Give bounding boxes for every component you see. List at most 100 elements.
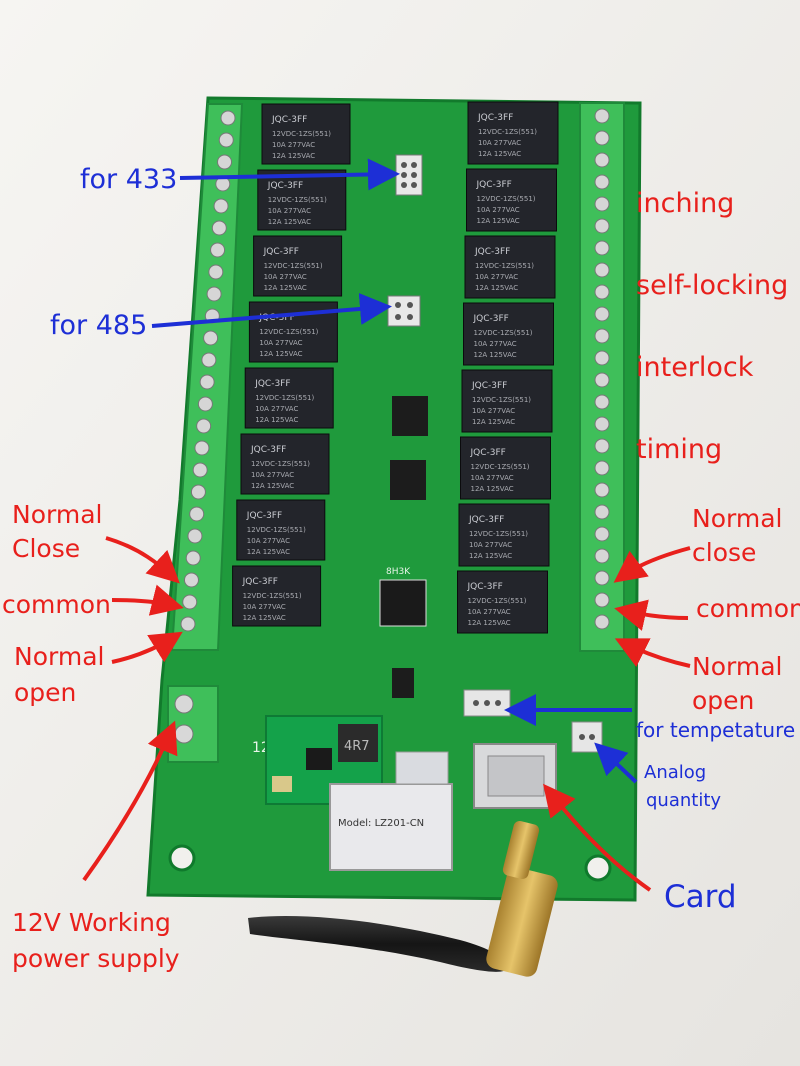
relay-rating-label: 12A 125VAC	[255, 416, 298, 424]
terminal-screw	[190, 484, 206, 500]
relay-rating-label: 12VDC-1ZS(551)	[475, 262, 534, 270]
relay-rating-label: 12A 125VAC	[259, 350, 302, 358]
relay-rating-label: 12A 125VAC	[469, 552, 512, 560]
relay-rating-label: 10A 277VAC	[474, 340, 517, 348]
relay-rating-label: 12VDC-1ZS(551)	[259, 328, 318, 336]
terminal-screw	[594, 262, 610, 278]
relay-rating-label: 12A 125VAC	[251, 482, 294, 490]
terminal-screw	[182, 594, 198, 610]
relay-rating-label: 12A 125VAC	[264, 284, 307, 292]
relay-rating-label: 12VDC-1ZS(551)	[478, 128, 537, 136]
right-relay-bank: JQC-3FF 12VDC-1ZS(551) 10A 277VAC 12A 125VA…	[457, 101, 559, 634]
label-left-common: common	[2, 590, 111, 619]
terminal-screw	[206, 286, 222, 302]
label-left-normal-open-line1: Normal	[14, 642, 105, 671]
label-power-line2: power supply	[12, 944, 180, 973]
ic-chip	[392, 396, 428, 436]
relay-rating-label: 12A 125VAC	[472, 418, 515, 426]
analog-header	[571, 721, 603, 753]
terminal-screw	[594, 196, 610, 212]
relay-rating-label: 10A 277VAC	[264, 273, 307, 281]
terminal-screw	[594, 504, 610, 520]
relay-model-label: JQC-3FF	[474, 247, 510, 257]
terminal-screw	[210, 242, 226, 258]
left-relay-bank: JQC-3FF 12VDC-1ZS(551) 10A 277VAC 12A 125VA…	[232, 103, 351, 627]
label-right-normal-close-line1: Normal	[692, 504, 783, 533]
relay: JQC-3FF 12VDC-1ZS(551) 10A 277VAC 12A 125VA…	[461, 369, 553, 433]
label-right-common: common	[696, 594, 800, 623]
relay-rating-label: 12VDC-1ZS(551)	[272, 130, 331, 138]
relay-model-label: JQC-3FF	[271, 115, 307, 125]
label-for-433: for 433	[80, 164, 178, 195]
relay-rating-label: 12A 125VAC	[268, 218, 311, 226]
relay-rating-label: 12VDC-1ZS(551)	[264, 262, 323, 270]
terminal-screw	[218, 132, 234, 148]
terminal-screw	[208, 264, 224, 280]
relay-rating-label: 10A 277VAC	[472, 407, 515, 415]
relay-model-label: JQC-3FF	[471, 381, 507, 391]
relay-rating-label: 12VDC-1ZS(551)	[472, 396, 531, 404]
terminal-screw	[594, 174, 610, 190]
relay-rating-label: 10A 277VAC	[255, 405, 298, 413]
relay-model-label: JQC-3FF	[470, 448, 506, 458]
label-for-temperature: for tempetature	[636, 718, 796, 742]
label-for-485: for 485	[50, 310, 148, 341]
mounting-hole	[168, 844, 196, 872]
terminal-screw	[180, 616, 196, 632]
ic-chip	[390, 460, 426, 500]
relay-rating-label: 12VDC-1ZS(551)	[243, 592, 302, 600]
label-left-normal-close-line2: Close	[12, 534, 81, 563]
sim-card-slot	[473, 743, 557, 809]
label-power-line1: 12V Working	[12, 908, 171, 937]
label-right-normal-close-line2: close	[692, 538, 757, 567]
relay-rating-label: 12A 125VAC	[247, 548, 290, 556]
terminal-screw	[594, 482, 610, 498]
terminal-screw	[594, 108, 610, 124]
relay-rating-label: 12VDC-1ZS(551)	[469, 530, 528, 538]
relay-rating-label: 12VDC-1ZS(551)	[477, 195, 536, 203]
terminal-screw	[220, 110, 236, 126]
relay-model-label: JQC-3FF	[267, 181, 303, 191]
terminal-screw	[217, 154, 233, 170]
relay-rating-label: 10A 277VAC	[268, 207, 311, 215]
terminal-screw	[199, 374, 215, 390]
label-card: Card	[664, 879, 737, 915]
relay-rating-label: 12A 125VAC	[471, 485, 514, 493]
annotation-arrows	[82, 158, 691, 892]
mcu-chip	[379, 579, 427, 627]
relay-model-label: JQC-3FF	[473, 314, 509, 324]
relay-model-label: JQC-3FF	[250, 445, 286, 455]
antenna	[248, 820, 558, 977]
relay-rating-label: 12VDC-1ZS(551)	[251, 460, 310, 468]
terminal-screw	[594, 592, 610, 608]
terminal-screw	[213, 198, 229, 214]
relay-rating-label: 10A 277VAC	[469, 541, 512, 549]
terminal-screw	[594, 328, 610, 344]
label-analog-line1: Analog	[644, 762, 707, 783]
terminal-screw	[594, 350, 610, 366]
terminal-screw	[594, 460, 610, 476]
mcu-silk-label: 8H3K	[386, 567, 411, 577]
inductor-label: 4R7	[344, 739, 370, 754]
small-chip	[392, 668, 414, 698]
relay-rating-label: 12A 125VAC	[475, 284, 518, 292]
terminal-screw	[594, 306, 610, 322]
label-inching: inching	[636, 188, 735, 219]
label-analog-line2: quantity	[646, 790, 722, 811]
module-label: Model: LZ201-CN	[338, 818, 424, 829]
header-485	[387, 295, 421, 327]
left-terminal-block	[170, 103, 244, 651]
relay-model-label: JQC-3FF	[242, 577, 278, 587]
relay-rating-label: 12A 125VAC	[243, 614, 286, 622]
terminal-screw	[183, 572, 199, 588]
terminal-screw	[211, 220, 227, 236]
relay-rating-label: 10A 277VAC	[478, 139, 521, 147]
